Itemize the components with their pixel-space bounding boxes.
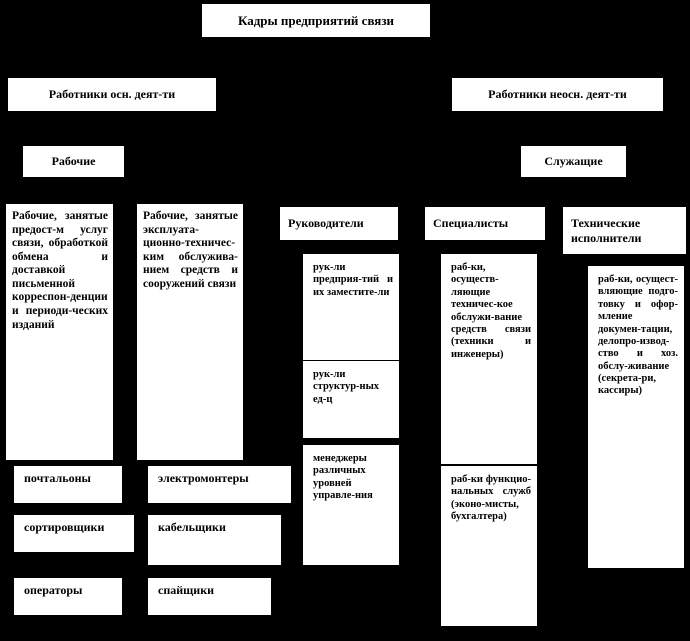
column-workers-technical-text: Рабочие, занятые эксплуата-ционно-технич… — [143, 210, 238, 290]
technical-performers-item-documentation-text: раб-ки, осущест-вляющие подго-товку и оф… — [598, 274, 678, 397]
level3-box-employees: Служащие — [521, 146, 626, 177]
column-workers-services-text: Рабочие, занятые предост-м услуг связи, … — [12, 210, 108, 331]
role-tag-splicers: спайщики — [148, 578, 271, 615]
role-tag-splicers-label: спайщики — [158, 583, 215, 597]
role-tag-sorters-label: сортировщики — [24, 520, 105, 534]
column-header-specialists-label: Специалисты — [433, 216, 509, 231]
managers-item-enterprise-heads: рук-ли предприя-тий и их заместите-ли — [303, 254, 399, 360]
column-header-technical-performers-label: Технические исполнители — [571, 216, 642, 245]
level3-label-workers: Рабочие — [51, 154, 96, 169]
column-header-specialists: Специалисты — [425, 207, 545, 240]
role-tag-operators: операторы — [14, 578, 122, 615]
role-tag-electricians-label: электромонтеры — [158, 471, 249, 485]
column-workers-technical: Рабочие, занятые эксплуата-ционно-технич… — [137, 204, 243, 460]
role-tag-postmen-label: почтальоны — [24, 471, 91, 485]
managers-item-enterprise-heads-text: рук-ли предприя-тий и их заместите-ли — [313, 262, 393, 298]
managers-item-managers-levels-text: менеджеры различных уровней управле-ния — [313, 453, 373, 502]
level3-box-workers: Рабочие — [23, 146, 124, 177]
specialists-item-functional-services-text: раб-ки функцио-нальных служб (эконо-мист… — [451, 474, 531, 523]
column-header-managers-label: Руководители — [288, 216, 364, 231]
role-tag-cable-workers-label: кабельщики — [158, 520, 226, 534]
managers-item-unit-heads-text: рук-ли структур-ных ед-ц — [313, 369, 380, 405]
column-header-managers: Руководители — [280, 207, 398, 240]
specialists-item-technical-service-text: раб-ки, осуществ-ляющие техничес-кое обс… — [451, 262, 531, 360]
managers-item-managers-levels: менеджеры различных уровней управле-ния — [303, 445, 399, 565]
specialists-item-technical-service: раб-ки, осуществ-ляющие техничес-кое обс… — [441, 254, 537, 464]
level2-box-main-activity: Работники осн. деят-ти — [8, 78, 216, 111]
managers-item-unit-heads: рук-ли структур-ных ед-ц — [303, 361, 399, 438]
level2-box-nonmain-activity: Работники неосн. деят-ти — [452, 78, 663, 111]
column-header-technical-performers: Технические исполнители — [563, 207, 686, 254]
column-workers-services: Рабочие, занятые предост-м услуг связи, … — [6, 204, 113, 460]
level3-label-employees: Служащие — [544, 154, 603, 169]
level2-label-nonmain-activity: Работники неосн. деят-ти — [488, 87, 627, 102]
role-tag-sorters: сортировщики — [14, 515, 134, 552]
role-tag-cable-workers: кабельщики — [148, 515, 281, 565]
role-tag-electricians: электромонтеры — [148, 466, 291, 503]
role-tag-operators-label: операторы — [24, 583, 83, 597]
root-box-personnel: Кадры предприятий связи — [202, 4, 430, 37]
level2-label-main-activity: Работники осн. деят-ти — [48, 87, 176, 102]
root-box-label: Кадры предприятий связи — [237, 12, 395, 28]
specialists-item-functional-services: раб-ки функцио-нальных служб (эконо-мист… — [441, 466, 537, 626]
technical-performers-item-documentation: раб-ки, осущест-вляющие подго-товку и оф… — [588, 266, 684, 568]
role-tag-postmen: почтальоны — [14, 466, 122, 503]
